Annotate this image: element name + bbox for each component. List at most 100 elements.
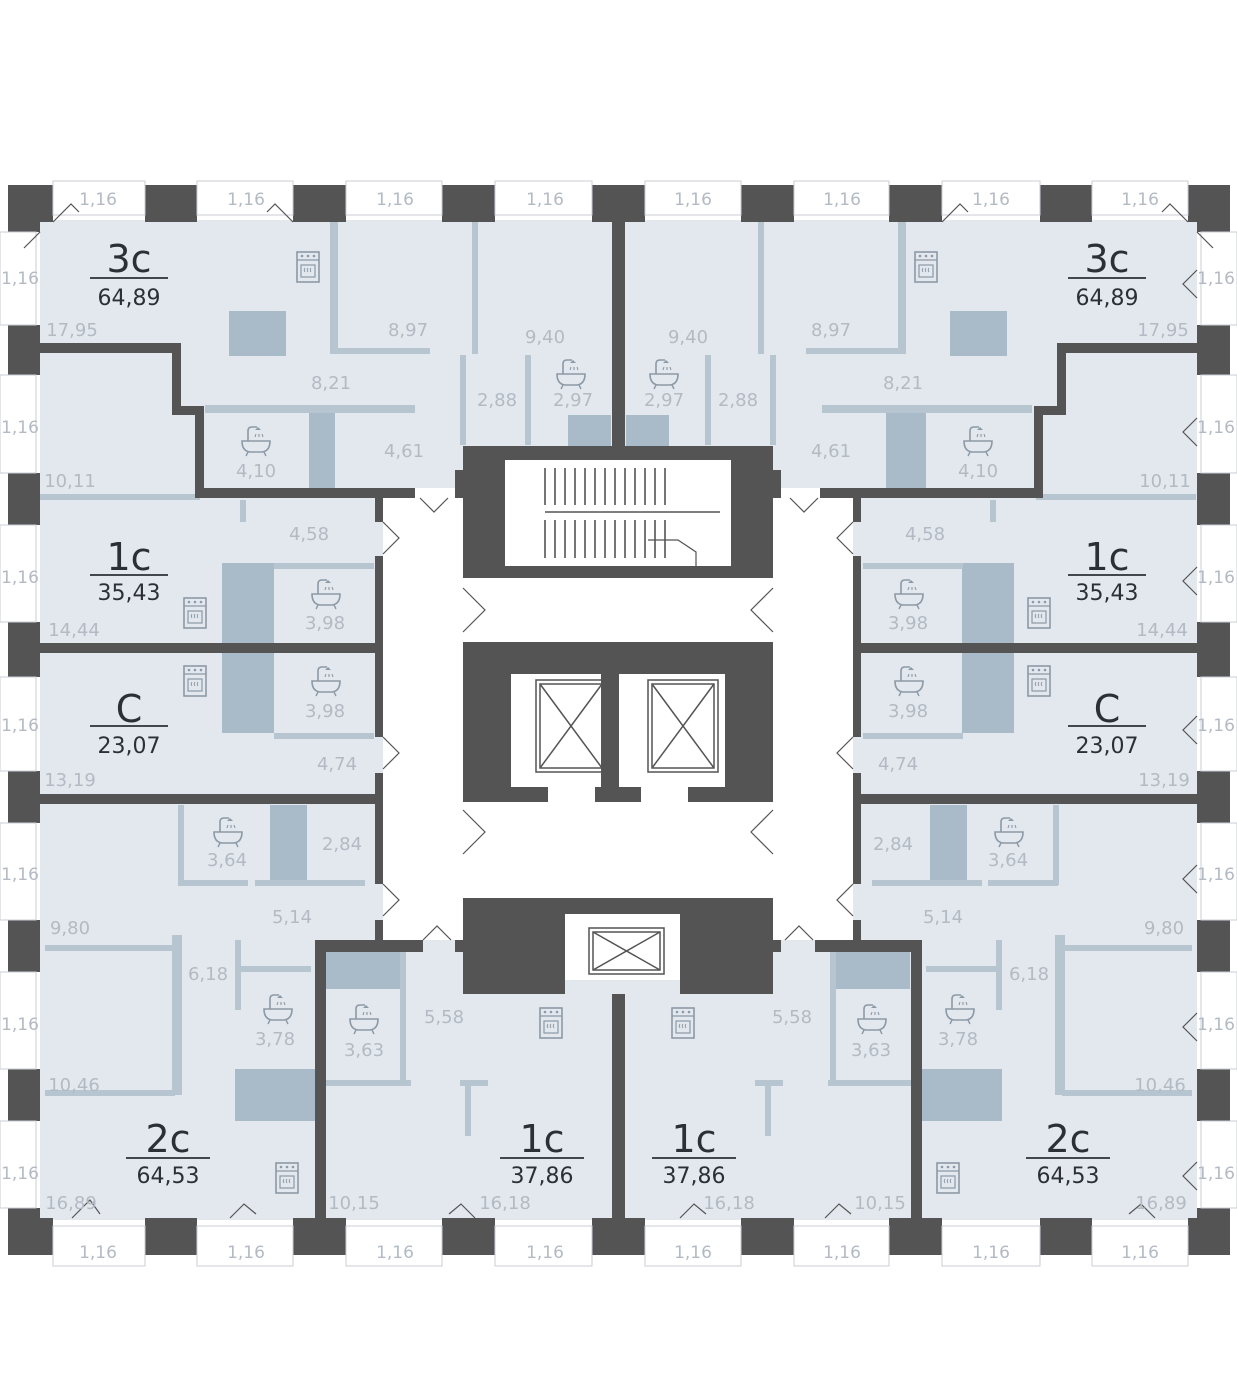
balcony-area-label: 1,16 <box>1197 418 1235 438</box>
room-area-label: 3,64 <box>207 850 247 871</box>
balcony-area-label: 1,16 <box>227 190 265 210</box>
apartment-type: 2с <box>1045 1117 1090 1161</box>
balcony-area-label: 1,16 <box>823 1243 861 1263</box>
balcony-area-label: 1,16 <box>674 190 712 210</box>
room-area-label: 4,61 <box>384 441 424 462</box>
balcony-area-label: 1,16 <box>1 269 39 289</box>
room-area-label: 3,63 <box>344 1040 384 1061</box>
apartment-type: С <box>116 687 143 731</box>
balcony-area-label: 1,16 <box>1 568 39 588</box>
balcony-area-label: 1,16 <box>1 418 39 438</box>
room-area-label: 9,80 <box>1144 918 1184 939</box>
room-area-label: 5,58 <box>772 1007 812 1028</box>
room-area-label: 5,14 <box>923 907 963 928</box>
balcony-area-label: 1,16 <box>376 190 414 210</box>
room-area-label: 16,89 <box>1135 1193 1187 1214</box>
room-area-label: 16,18 <box>479 1193 531 1214</box>
room-area-label: 17,95 <box>1137 320 1189 341</box>
apartment-area: 64,89 <box>1076 286 1139 311</box>
apartment-area: 37,86 <box>663 1164 726 1189</box>
room-area-label: 4,58 <box>289 524 329 545</box>
structural-walls <box>8 185 1230 1255</box>
elevator-icon <box>535 679 719 975</box>
room-area-label: 2,84 <box>322 834 362 855</box>
balcony-area-label: 1,16 <box>972 190 1010 210</box>
stairs-icon <box>544 468 720 558</box>
room-area-label: 17,95 <box>46 320 98 341</box>
room-area-label: 8,97 <box>388 320 428 341</box>
room-area-label: 3,98 <box>305 701 345 722</box>
room-area-label: 13,19 <box>1138 770 1190 791</box>
room-area-label: 3,98 <box>888 701 928 722</box>
room-area-label: 10,15 <box>328 1193 380 1214</box>
building-core <box>463 446 773 994</box>
interior-partitions <box>40 220 1196 1136</box>
balcony-area-label: 1,16 <box>376 1243 414 1263</box>
balcony-area-label: 1,16 <box>1 716 39 736</box>
apartment-type: 1с <box>106 535 151 579</box>
apartment-type: 3с <box>1084 237 1129 281</box>
apartment-type: С <box>1094 687 1121 731</box>
room-area-label: 8,97 <box>811 320 851 341</box>
door-swing-icon <box>23 203 1214 1219</box>
room-area-label: 14,44 <box>48 620 100 641</box>
apartment-type: 1с <box>1084 535 1129 579</box>
room-area-label: 8,21 <box>883 373 923 394</box>
apartment-area: 64,89 <box>98 286 161 311</box>
room-area-label: 10,11 <box>1139 471 1191 492</box>
room-area-label: 10,46 <box>1134 1075 1186 1096</box>
room-area-label: 4,74 <box>878 754 918 775</box>
room-area-label: 9,80 <box>50 918 90 939</box>
room-area-label: 10,46 <box>48 1075 100 1096</box>
room-area-label: 2,97 <box>553 390 593 411</box>
apartment-area: 64,53 <box>1037 1164 1100 1189</box>
balcony-area-label: 1,16 <box>526 1243 564 1263</box>
room-area-label: 4,10 <box>958 461 998 482</box>
room-area-label: 6,18 <box>1009 964 1049 985</box>
room-area-label: 5,14 <box>272 907 312 928</box>
balcony-area-label: 1,16 <box>972 1243 1010 1263</box>
balcony-area-label: 1,16 <box>1197 269 1235 289</box>
room-area-label: 3,98 <box>888 613 928 634</box>
apartment-area: 35,43 <box>98 581 161 606</box>
room-area-label: 16,18 <box>703 1193 755 1214</box>
room-area-label: 4,61 <box>811 441 851 462</box>
apartment-type: 3с <box>106 237 151 281</box>
room-area-label: 4,74 <box>317 754 357 775</box>
apartment-area: 23,07 <box>1076 734 1139 759</box>
balcony-area-label: 1,16 <box>1 1164 39 1184</box>
room-area-label: 2,88 <box>477 390 517 411</box>
room-area-label: 6,18 <box>188 964 228 985</box>
room-area-label: 4,58 <box>905 524 945 545</box>
room-area-label: 10,11 <box>44 471 96 492</box>
apartment-area: 64,53 <box>137 1164 200 1189</box>
balcony-area-label: 1,16 <box>79 190 117 210</box>
room-area-label: 13,19 <box>44 770 96 791</box>
room-area-label: 2,97 <box>644 390 684 411</box>
room-area-label: 2,88 <box>718 390 758 411</box>
balcony-area-label: 1,16 <box>1197 568 1235 588</box>
room-area-label: 16,89 <box>45 1193 97 1214</box>
room-area-label: 14,44 <box>1136 620 1188 641</box>
apartment-type: 1с <box>519 1117 564 1161</box>
room-area-label: 9,40 <box>525 327 565 348</box>
balcony-area-label: 1,16 <box>227 1243 265 1263</box>
room-area-label: 3,78 <box>255 1029 295 1050</box>
apartment-area: 37,86 <box>511 1164 574 1189</box>
balcony-area-label: 1,16 <box>1197 716 1235 736</box>
room-area-label: 8,21 <box>311 373 351 394</box>
room-area-label: 3,64 <box>988 850 1028 871</box>
balcony-area-label: 1,16 <box>1197 1015 1235 1035</box>
balcony-area-label: 1,16 <box>823 190 861 210</box>
balcony-area-label: 1,16 <box>1 865 39 885</box>
room-area-label: 3,78 <box>938 1029 978 1050</box>
room-area-label: 4,10 <box>236 461 276 482</box>
balcony-area-label: 1,16 <box>79 1243 117 1263</box>
room-area-label: 3,63 <box>851 1040 891 1061</box>
balcony-area-label: 1,16 <box>1197 1164 1235 1184</box>
room-area-label: 2,84 <box>873 834 913 855</box>
utility-shaft <box>222 311 1014 1121</box>
room-area-label: 5,58 <box>424 1007 464 1028</box>
apartment-type: 2с <box>145 1117 190 1161</box>
